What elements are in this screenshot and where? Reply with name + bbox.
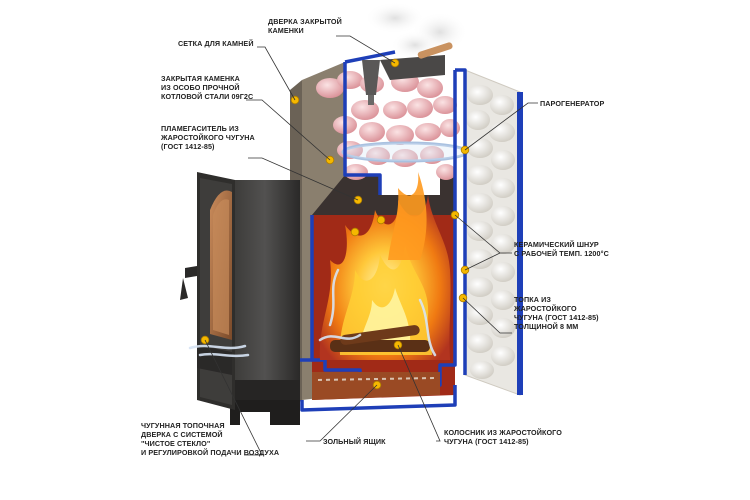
marker-inner	[376, 215, 386, 225]
leader-closed-stove	[246, 99, 331, 161]
airflow-wisps	[188, 268, 437, 358]
leader-flame-damper	[248, 157, 359, 201]
label-stone-net: СЕТКА ДЛЯ КАМНЕЙ	[178, 39, 254, 48]
leader-grate	[397, 344, 441, 442]
leader-steam-gen	[464, 102, 538, 151]
label-closed-stove: ЗАКРЫТАЯ КАМЕНКА ИЗ ОСОБО ПРОЧНОЙ КОТЛОВ…	[161, 74, 254, 101]
leader-fire-door	[204, 339, 263, 456]
leader-firebox	[462, 297, 512, 334]
label-ash-box: ЗОЛЬНЫЙ ЯЩИК	[323, 437, 386, 446]
label-flame-damper: ПЛАМЕГАСИТЕЛЬ ИЗ ЖАРОСТОЙКОГО ЧУГУНА (ГО…	[161, 124, 255, 151]
steam-cloud	[365, 2, 468, 59]
leader-cord-2	[464, 252, 501, 271]
label-fire-door: ЧУГУННАЯ ТОПОЧНАЯ ДВЕРКА С СИСТЕМОЙ "ЧИС…	[141, 421, 280, 457]
steam-generator	[341, 141, 469, 163]
leader-net	[257, 46, 296, 101]
leader-lines	[204, 35, 538, 456]
label-grate: КОЛОСНИК ИЗ ЖАРОСТОЙКОГО ЧУГУНА (ГОСТ 14…	[444, 428, 562, 446]
leader-stone-door	[336, 35, 396, 64]
marker-firebox-left	[350, 227, 360, 237]
label-ceramic-cord: КЕРАМИЧЕСКИЙ ШНУР С РАБОЧЕЙ ТЕМП. 1200°С	[514, 240, 609, 258]
stones-white	[466, 85, 515, 379]
label-firebox: ТОПКА ИЗ ЖАРОСТОЙКОГО ЧУГУНА (ГОСТ 1412-…	[514, 295, 599, 331]
front-frame	[230, 180, 300, 425]
logs	[330, 325, 430, 352]
fire-door-shape	[180, 172, 235, 410]
label-stone-door: ДВЕРКА ЗАКРЫТОЙ КАМЕНКИ	[268, 17, 342, 35]
label-steam-gen: ПАРОГЕНЕРАТОР	[540, 99, 605, 108]
leader-ash-box	[306, 384, 378, 442]
